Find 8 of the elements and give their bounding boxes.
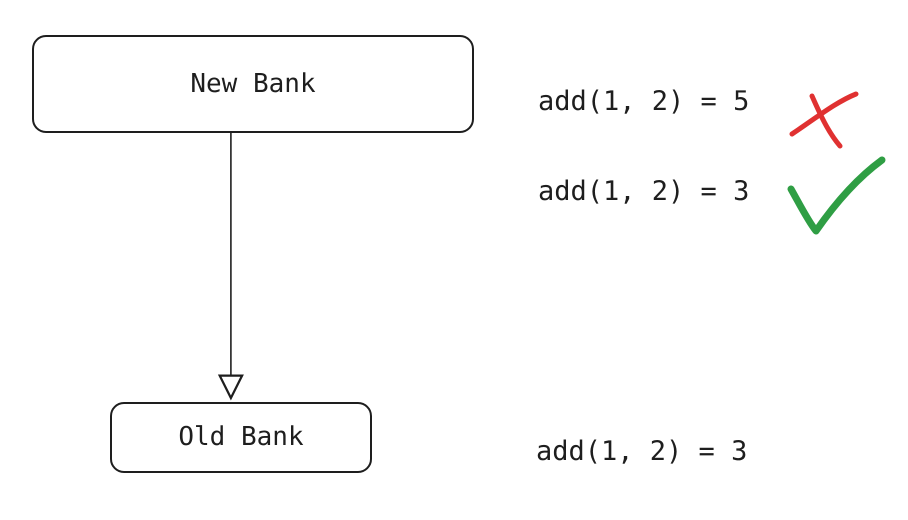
box-label: Old Bank [178,421,304,454]
arrow [218,133,244,400]
code-expression: add(1, 2) = 5 [538,85,750,119]
code-expression: add(1, 2) = 3 [538,175,750,209]
process-box [32,35,474,133]
process-box [110,402,372,473]
box-label: New Bank [190,68,316,100]
code-expression: add(1, 2) = 3 [536,435,748,469]
